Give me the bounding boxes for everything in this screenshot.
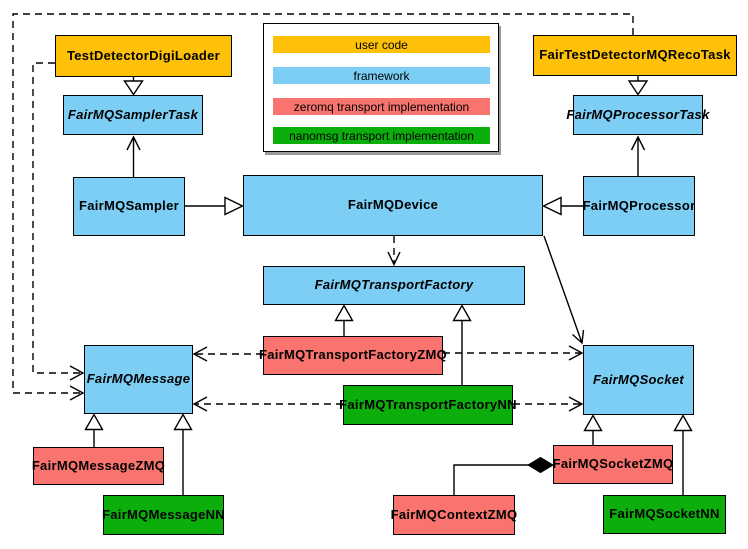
edge-tfzmq-transportfactory bbox=[334, 304, 354, 336]
node-fairmqsocketnn: FairMQSocketNN bbox=[603, 495, 726, 534]
edge-contextzmq-socketzmq bbox=[453, 456, 554, 495]
node-fairmqsocket: FairMQSocket bbox=[583, 345, 694, 415]
legend-item-user-code: user code bbox=[273, 36, 490, 53]
node-fairmqmessage: FairMQMessage bbox=[84, 345, 193, 414]
edge-tfnn-transportfactory bbox=[452, 304, 472, 385]
node-fairmqdevice: FairMQDevice bbox=[243, 175, 543, 236]
edge-processor-device bbox=[541, 196, 583, 216]
node-fairmqsampler: FairMQSampler bbox=[73, 177, 185, 236]
edge-tfzmq-socket bbox=[443, 345, 584, 361]
legend-item-nanomsg: nanomsg transport implementation bbox=[273, 127, 490, 144]
node-testdetectordigiloader: TestDetectorDigiLoader bbox=[55, 35, 232, 77]
edge-processor-processortask bbox=[630, 135, 646, 176]
edge-messagenn-message bbox=[173, 413, 193, 495]
edge-recotask-processortask bbox=[627, 76, 649, 96]
legend-item-zeromq: zeromq transport implementation bbox=[273, 98, 490, 115]
node-fairmqmessagenn: FairMQMessageNN bbox=[102, 495, 225, 535]
edge-sampler-device bbox=[185, 196, 245, 216]
node-fairtestdetectormqrecotask: FairTestDetectorMQRecoTask bbox=[533, 35, 737, 76]
legend: user code framework zeromq transport imp… bbox=[263, 23, 499, 152]
node-fairmqsocketzmq: FairMQSocketZMQ bbox=[553, 445, 673, 484]
edge-device-transportfactory bbox=[387, 236, 401, 267]
node-fairmqtransportfactorynn: FairMQTransportFactoryNN bbox=[339, 385, 517, 425]
node-fairmqprocessortask: FairMQProcessorTask bbox=[566, 95, 709, 135]
edge-digiloader-samplertask bbox=[123, 77, 144, 96]
edge-socketnn-socket bbox=[673, 414, 693, 495]
node-fairmqprocessor: FairMQProcessor bbox=[583, 176, 695, 236]
edge-digiloader-message bbox=[32, 62, 85, 381]
node-fairmqtransportfactory: FairMQTransportFactory bbox=[263, 266, 525, 305]
legend-item-framework: framework bbox=[273, 67, 490, 84]
node-fairmqtransportfactoryzmq: FairMQTransportFactoryZMQ bbox=[259, 336, 447, 375]
edge-messagezmq-message bbox=[84, 413, 104, 447]
edge-tfnn-socket bbox=[513, 396, 584, 412]
node-fairmqmessagezmq: FairMQMessageZMQ bbox=[32, 447, 165, 485]
edge-tfnn-message bbox=[192, 396, 343, 412]
edge-recotask-message bbox=[12, 13, 634, 401]
node-fairmqcontextzmq: FairMQContextZMQ bbox=[391, 495, 517, 535]
edge-sampler-samplertask bbox=[126, 135, 141, 177]
node-fairmqsamplertask: FairMQSamplerTask bbox=[63, 95, 203, 135]
edge-tfzmq-message bbox=[192, 346, 263, 362]
edge-device-socket bbox=[543, 235, 585, 345]
edge-socketzmq-socket bbox=[583, 414, 603, 445]
